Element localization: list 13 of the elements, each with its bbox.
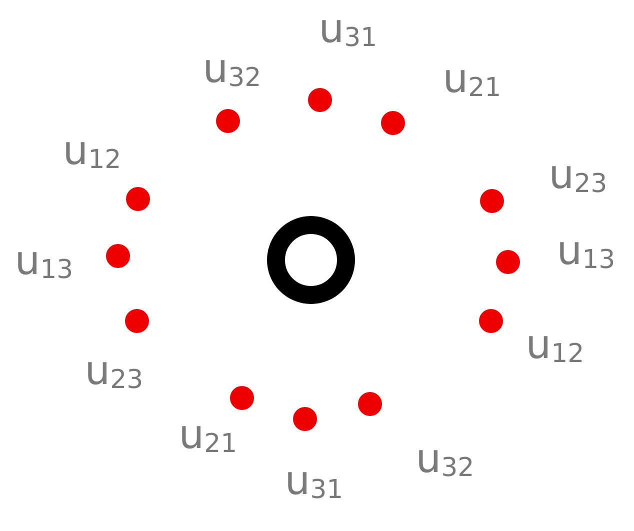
ring [267,216,355,304]
point-label: u$_{13}$ [14,241,74,283]
point-label: u$_{32}$ [416,439,474,481]
point-label: u$_{12}$ [62,131,122,173]
point-label: u$_{21}$ [442,59,502,101]
point-label: u$_{12}$ [526,325,584,367]
point-label: u$_{31}$ [284,461,344,503]
point-label: u$_{32}$ [202,49,262,91]
point-label: u$_{23}$ [548,155,608,197]
point-label: u$_{31}$ [318,9,378,51]
point-label: u$_{23}$ [84,351,144,393]
point-label: u$_{21}$ [178,415,238,457]
point-label: u$_{13}$ [556,231,616,273]
